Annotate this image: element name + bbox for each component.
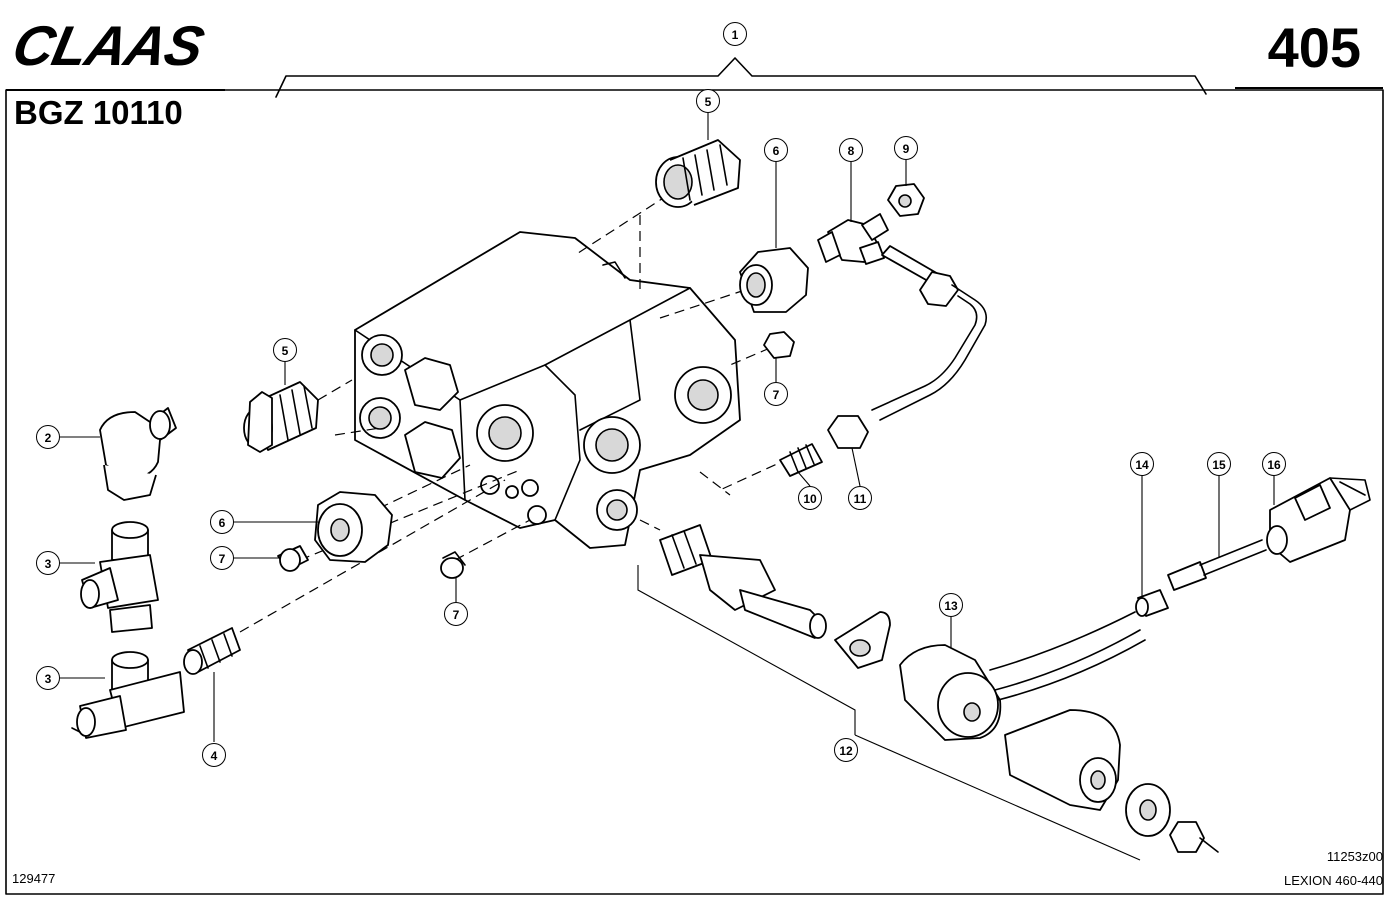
fitting-10 [779,443,823,477]
plug-7-bottom [440,557,464,579]
page-number: 405 [1267,16,1361,79]
callout-7-left[interactable]: 7 [210,546,234,570]
connector-16 [1266,477,1371,563]
solenoid-13 [899,611,1146,741]
brand-logo: CLAAS [7,14,209,77]
callout-5-left[interactable]: 5 [273,338,297,362]
group-code: BGZ 10110 [14,94,183,131]
tee-3-upper [80,521,159,633]
callout-1[interactable]: 1 [723,22,747,46]
callout-12[interactable]: 12 [834,738,858,762]
contact-15 [1167,561,1207,591]
callout-4[interactable]: 4 [202,743,226,767]
model-name: LEXION 460-440 [1283,873,1383,888]
callout-5-upper[interactable]: 5 [696,89,720,113]
nut [1169,821,1205,853]
callout-16[interactable]: 16 [1262,452,1286,476]
plug-6-left [314,491,393,563]
callout-8[interactable]: 8 [839,138,863,162]
drawing-ref: 11253z00 [1326,849,1383,864]
fitting-4 [183,627,241,675]
plug-6-upper [739,247,809,313]
callout-14[interactable]: 14 [1130,452,1154,476]
fitting-5-upper [655,139,741,208]
callout-2[interactable]: 2 [36,425,60,449]
callout-3-upper[interactable]: 3 [36,551,60,575]
callout-7-right[interactable]: 7 [764,382,788,406]
callout-13[interactable]: 13 [939,593,963,617]
callout-10[interactable]: 10 [798,486,822,510]
doc-number: 129477 [12,871,56,886]
plug-7-right [763,331,795,359]
fitting-5-left [243,381,319,453]
tee-3-lower [71,651,185,739]
valve-block [354,231,741,549]
elbow-2 [99,407,177,501]
callout-9[interactable]: 9 [894,136,918,160]
callout-6-left[interactable]: 6 [210,510,234,534]
callout-11[interactable]: 11 [848,486,872,510]
assembly-bracket [275,57,1207,98]
callout-15[interactable]: 15 [1207,452,1231,476]
housing-cap [1004,709,1121,811]
nut-11 [827,415,869,449]
callout-7-bottom[interactable]: 7 [444,602,468,626]
callout-6-upper[interactable]: 6 [764,138,788,162]
drawing-border [5,89,1384,895]
tee-8 [817,213,889,265]
callout-3-lower[interactable]: 3 [36,666,60,690]
spool-12 [659,524,827,639]
